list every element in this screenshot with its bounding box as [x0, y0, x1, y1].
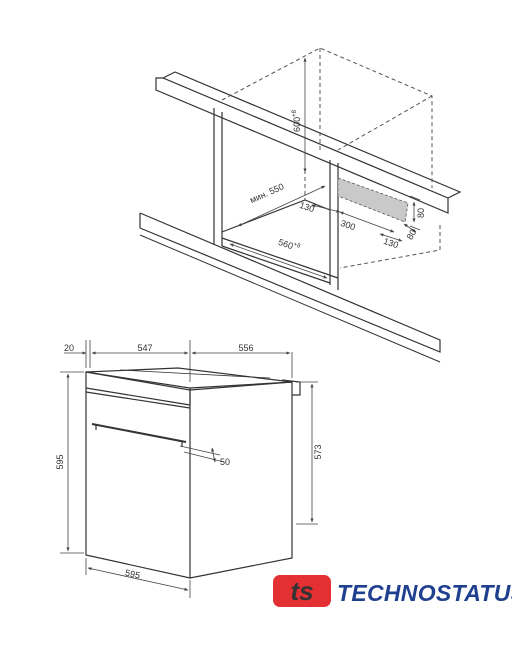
oven-dimension-lines [60, 340, 318, 598]
niche-height-tolerance: +8 [292, 109, 298, 117]
niche-width-tolerance: +8 [293, 242, 302, 250]
oven-body-side [189, 381, 293, 579]
oven-control-panel [85, 371, 191, 406]
oven-overhang-label: 20 [64, 343, 74, 353]
niche-right-wall [329, 160, 339, 290]
ventilation-cutout [337, 177, 409, 223]
lower-counter [139, 212, 441, 353]
oven-top-surface [85, 367, 293, 389]
brand-logo: ts TECHNOSTATUS [273, 575, 512, 607]
upper-shelf [155, 77, 449, 214]
ts-logo-letters: ts [290, 576, 313, 606]
vent-height-label: 80 [416, 208, 426, 218]
vent-offset-label: 130 [298, 200, 315, 214]
brand-name: TECHNOSTATUS [337, 580, 512, 606]
vent-depth-label: 80 [405, 228, 419, 242]
niche-dimension-lines [229, 57, 421, 279]
niche-width-label: 560+8 [277, 237, 302, 254]
oven-front-width-label: 595 [124, 568, 141, 581]
oven-body-height-label: 573 [313, 444, 323, 459]
niche-depth-label: мин. 550 [248, 181, 285, 205]
oven-handle-offset-label: 50 [220, 457, 230, 467]
niche-left-wall [213, 108, 223, 246]
oven-total-depth-label: 556 [238, 343, 253, 353]
oven-door-handle [91, 423, 187, 443]
oven-drawing [85, 367, 301, 579]
ts-logo-mark [273, 575, 331, 607]
niche-height-label: 600+8 [292, 109, 302, 132]
vent-length-label: 300 [339, 218, 356, 232]
cabinet-niche-drawing [139, 71, 462, 363]
upper-shelf-top [162, 71, 462, 199]
oven-front-height-label: 595 [55, 454, 65, 469]
oven-body-depth-label: 547 [137, 343, 152, 353]
vent-right-offset-label: 130 [382, 236, 399, 250]
